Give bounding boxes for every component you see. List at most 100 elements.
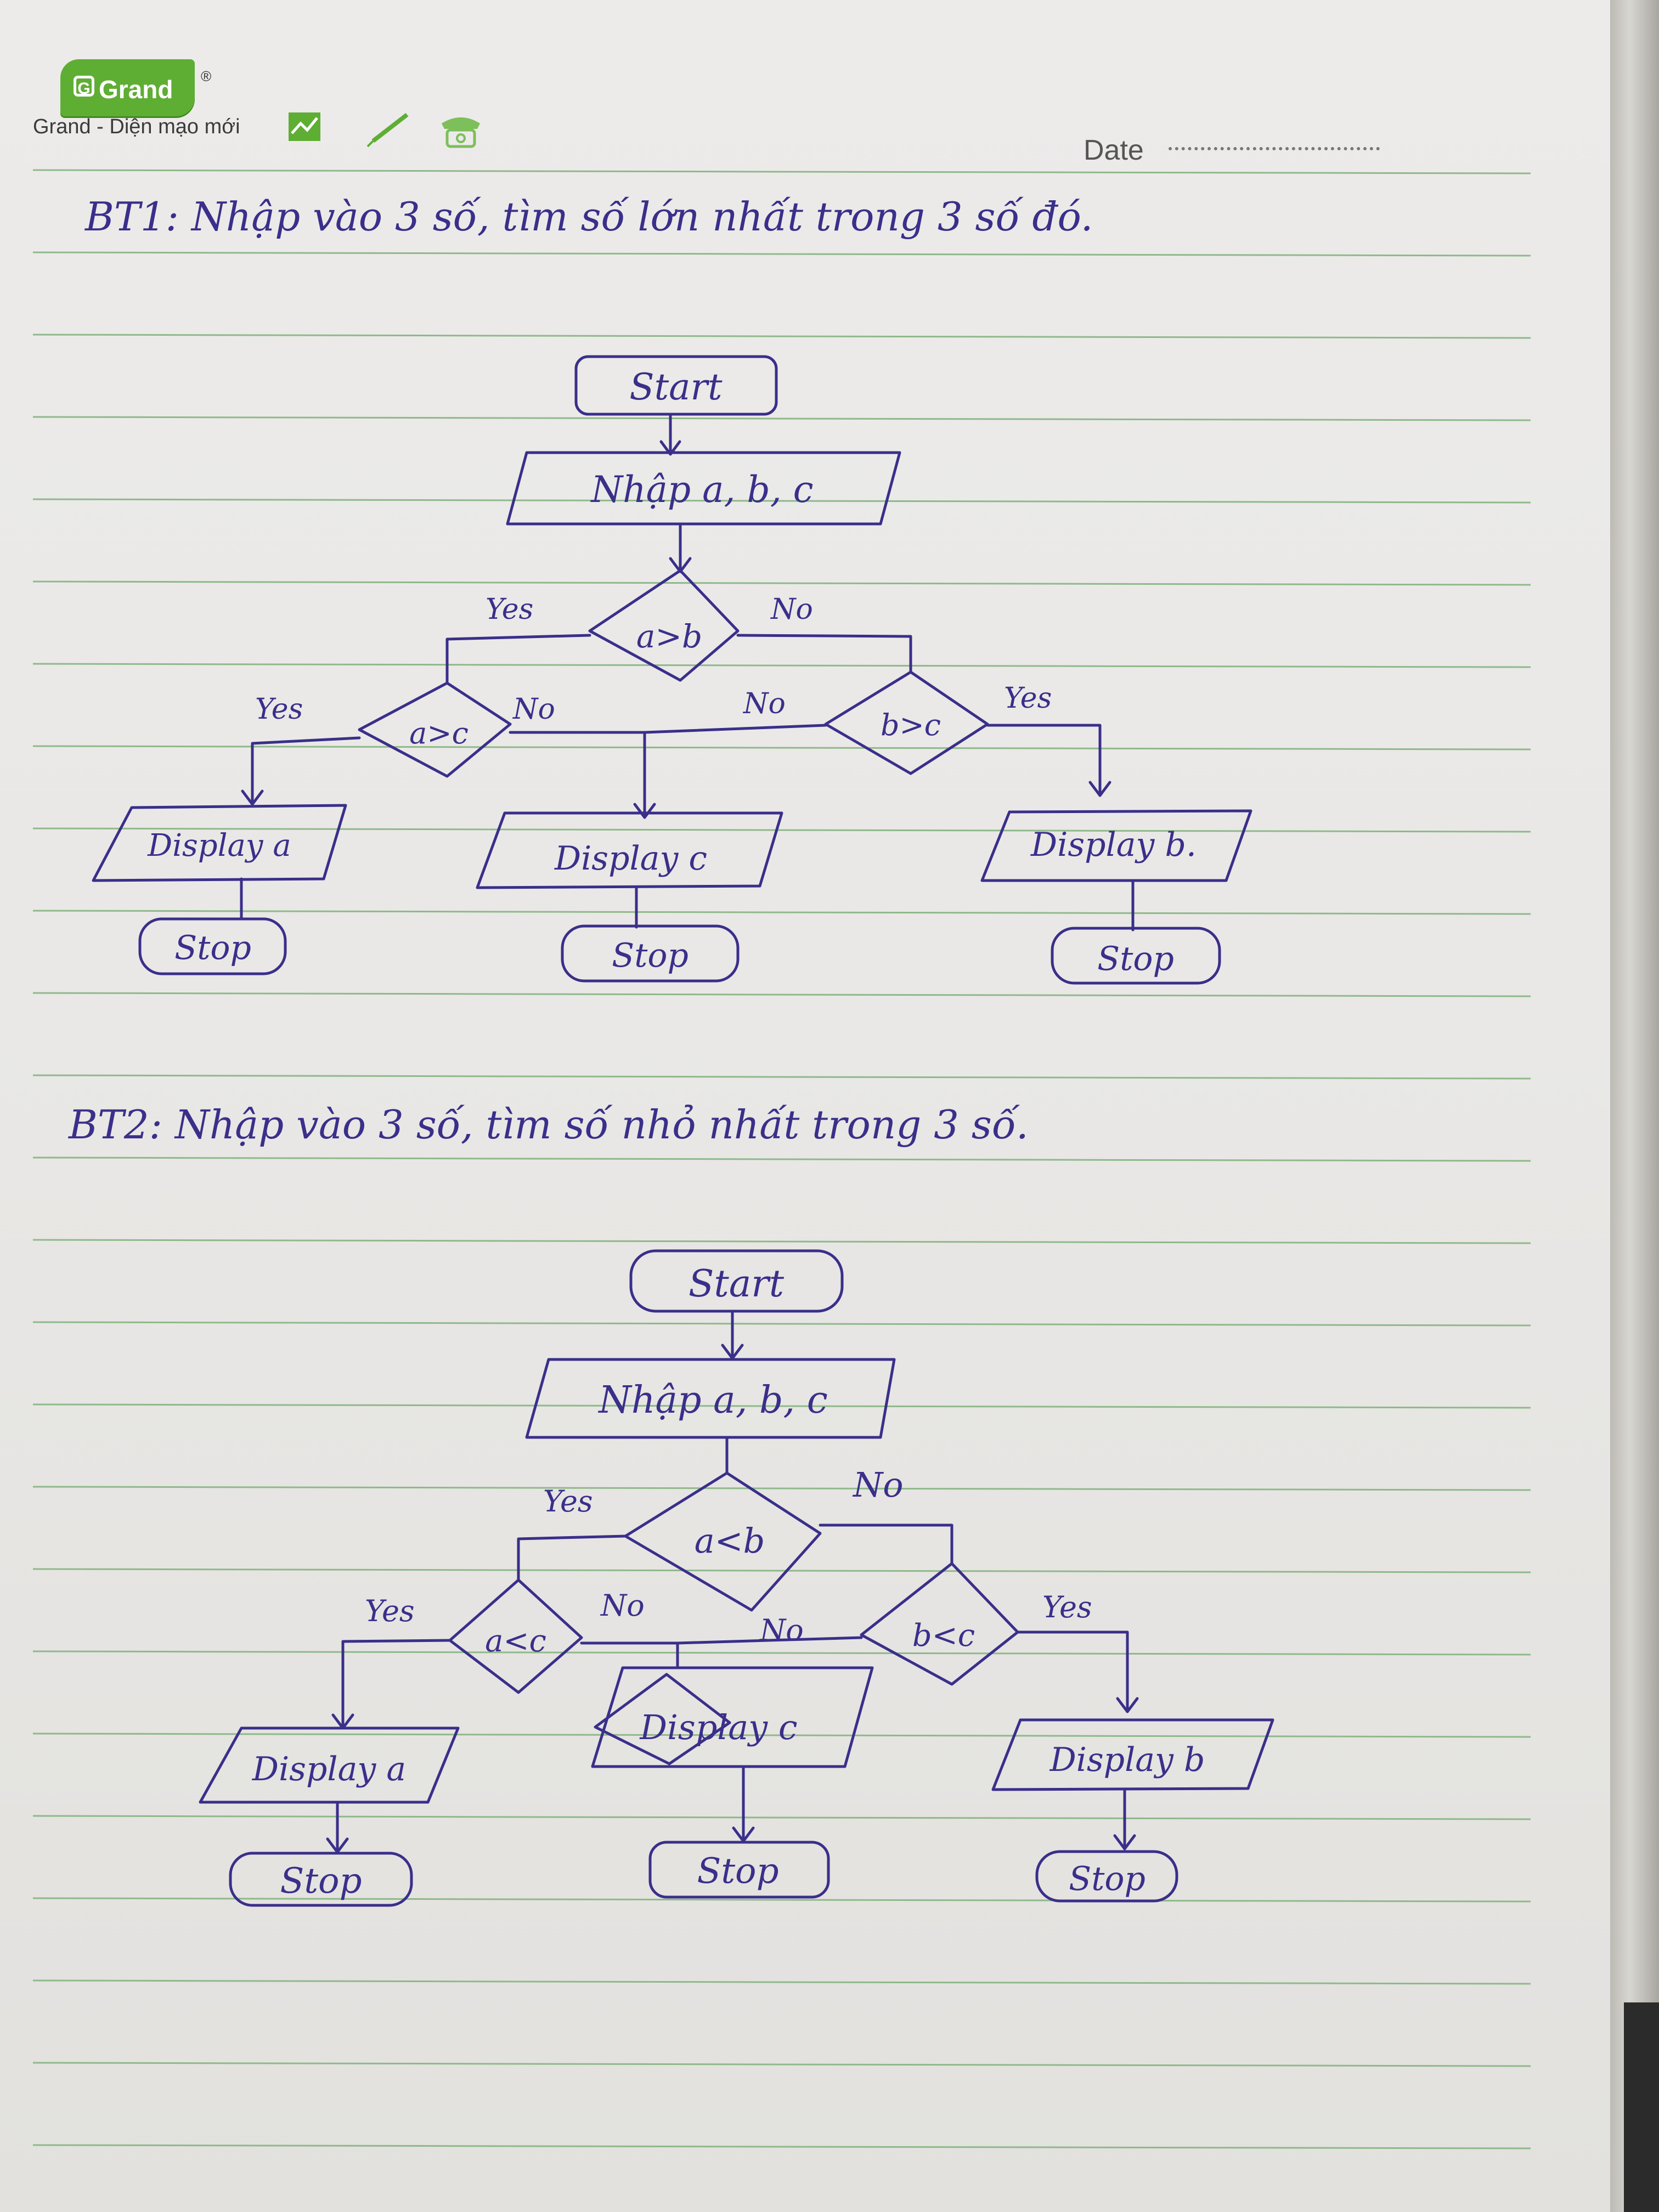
- decision-a-gt-c: a>c: [358, 681, 512, 778]
- display-b-parallelogram: Display b.: [980, 809, 1252, 882]
- decision-a-gt-b-label: a>b: [636, 618, 702, 655]
- arrowhead: [1113, 1834, 1136, 1850]
- start-label: Start: [689, 1262, 785, 1306]
- scribbled-diamond: [594, 1673, 731, 1765]
- display-c-parallelogram: Display c: [476, 811, 783, 889]
- start-terminal: Start: [629, 1249, 844, 1313]
- input-label: Nhập a, b, c: [597, 1379, 828, 1422]
- display-a-parallelogram: Display a: [199, 1726, 460, 1804]
- display-a-label: Display a: [252, 1750, 406, 1788]
- decision-b-gt-c: b>c: [824, 670, 989, 775]
- brand-name: Grand: [99, 75, 173, 104]
- ruled-line: [32, 745, 1531, 751]
- date-dotted-line: [1169, 147, 1380, 150]
- ruled-line: [32, 1321, 1531, 1327]
- branch-no-to-c: [643, 724, 827, 734]
- display-a-parallelogram: Display a: [92, 804, 347, 882]
- decision-a-lt-c-label: a<c: [485, 1623, 546, 1659]
- ruled-line: [32, 251, 1531, 257]
- ruled-line: [32, 1156, 1531, 1162]
- stop-label: Stop: [612, 936, 689, 975]
- exercise-2-title: BT2: Nhập vào 3 số, tìm số nhỏ nhất tron…: [67, 1102, 1029, 1148]
- ruled-line: [32, 1074, 1531, 1080]
- display-c-label: Display c: [554, 839, 707, 878]
- ruled-line: [32, 334, 1531, 339]
- phone-icon: [442, 117, 480, 148]
- chart-icon: [289, 112, 320, 141]
- ruled-line: [32, 2062, 1531, 2067]
- arrowhead: [241, 789, 264, 806]
- yes-label: Yes: [255, 693, 303, 726]
- stop-label: Stop: [1069, 1860, 1146, 1898]
- branch-left: [445, 634, 591, 685]
- ruled-line: [32, 827, 1531, 833]
- yes-label: Yes: [1004, 682, 1052, 715]
- exercise-1: BT1: Nhập vào 3 số, tìm số lớn nhất tron…: [84, 194, 1252, 985]
- grand-logo: G Grand: [60, 59, 195, 116]
- no-label: No: [742, 687, 786, 720]
- header-icons: [289, 112, 480, 148]
- brand-tagline: Grand - Diện mạo mới: [33, 115, 240, 138]
- display-c-parallelogram: Display c: [591, 1666, 874, 1768]
- display-b-label: Display b.: [1030, 826, 1197, 864]
- stop-label: Stop: [697, 1851, 778, 1892]
- no-label: No: [600, 1588, 645, 1623]
- exercise-1-title: BT1: Nhập vào 3 số, tìm số lớn nhất tron…: [84, 194, 1093, 240]
- arrow-to-display-b: [1016, 1630, 1129, 1713]
- decision-b-lt-c: b<c: [860, 1562, 1019, 1686]
- arrow-to-display-a: [251, 736, 361, 805]
- stop-label: Stop: [280, 1861, 362, 1901]
- no-label: No: [759, 1613, 804, 1647]
- ruled-line: [32, 1733, 1531, 1738]
- ruled-line: [32, 1568, 1531, 1573]
- yes-label: Yes: [365, 1594, 415, 1628]
- input-parallelogram: Nhập a, b, c: [525, 1358, 896, 1439]
- input-label: Nhập a, b, c: [590, 469, 813, 511]
- arrow-to-display-c: [509, 731, 646, 819]
- stop-terminal-a: Stop: [138, 917, 287, 975]
- ruled-line: [32, 416, 1531, 421]
- decision-b-lt-c-label: b<c: [912, 1618, 975, 1654]
- branch-left: [517, 1534, 627, 1582]
- registered-mark: ®: [201, 68, 212, 84]
- page-edge: [1610, 0, 1659, 2212]
- ruled-line: [32, 1979, 1531, 1985]
- pen-icon: [366, 112, 409, 148]
- no-label: No: [770, 593, 813, 626]
- display-c-label: Display c: [639, 1707, 797, 1747]
- table-corner: [1624, 2002, 1659, 2212]
- ruled-line: [32, 498, 1531, 504]
- arrowhead: [1116, 1697, 1139, 1713]
- ruled-line: [32, 663, 1531, 668]
- no-label: No: [852, 1465, 904, 1505]
- ruled-line: [32, 1403, 1531, 1409]
- stop-label: Stop: [174, 929, 251, 967]
- stop-terminal-c: Stop: [561, 924, 740, 983]
- ruled-line: [32, 580, 1531, 586]
- display-b-parallelogram: Display b: [991, 1718, 1274, 1791]
- start-terminal: Start: [574, 355, 778, 416]
- decision-a-gt-c-label: a>c: [409, 716, 469, 751]
- ruled-line: [32, 169, 1531, 174]
- arrow-to-display-c: [580, 1641, 679, 1669]
- no-label: No: [512, 693, 555, 726]
- decision-a-lt-b: a<b: [624, 1471, 822, 1612]
- ruled-line: [32, 1897, 1531, 1903]
- date-label: Date: [1084, 134, 1144, 166]
- arrow-to-display-a: [341, 1639, 452, 1730]
- start-label: Start: [629, 366, 723, 408]
- arrowhead: [1088, 781, 1111, 797]
- ruled-lines: [32, 169, 1531, 2149]
- yes-label: Yes: [543, 1484, 593, 1519]
- branch-no-to-c: [676, 1636, 863, 1645]
- input-parallelogram: Nhập a, b, c: [506, 451, 901, 526]
- stop-terminal-a: Stop: [229, 1852, 413, 1907]
- exercise-2: BT2: Nhập vào 3 số, tìm số nhỏ nhất tron…: [67, 1102, 1274, 1907]
- ruled-line: [32, 1650, 1531, 1656]
- branch-right: [819, 1523, 953, 1565]
- display-a-label: Display a: [147, 828, 291, 864]
- ruled-line: [32, 1486, 1531, 1491]
- arrow-to-display-b: [986, 724, 1102, 797]
- ruled-line: [32, 992, 1531, 997]
